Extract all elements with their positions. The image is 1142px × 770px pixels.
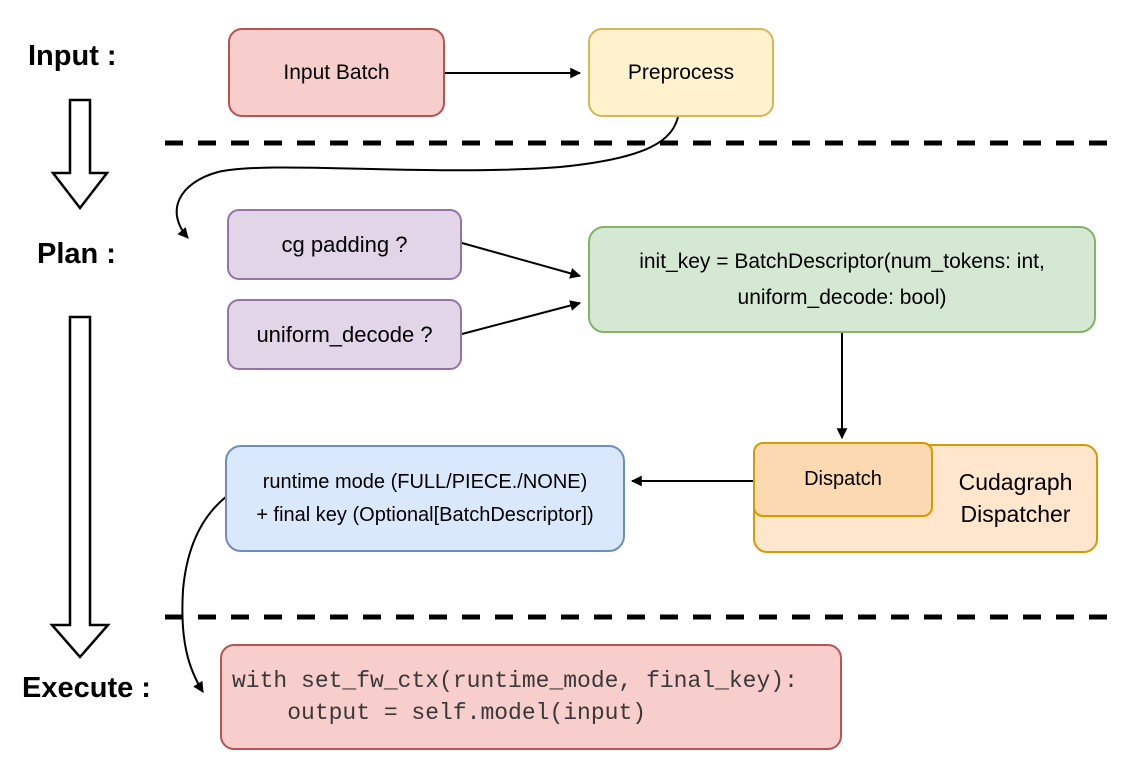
node-init-key-line1: init_key = BatchDescriptor(num_tokens: i… — [639, 249, 1045, 273]
stage-label-execute: Execute : — [22, 672, 151, 704]
node-dispatch: Dispatch — [753, 442, 933, 517]
node-uniform-decode-label: uniform_decode ? — [256, 321, 433, 347]
execute-code-line2: output = self.model(input) — [232, 700, 647, 726]
node-input-batch-label: Input Batch — [283, 60, 390, 84]
arrow-cg-padding-to-init-key — [461, 242, 582, 279]
node-execute-code: with set_fw_ctx(runtime_mode, final_key)… — [220, 644, 842, 750]
execute-code-line1: with set_fw_ctx(runtime_mode, final_key)… — [232, 668, 798, 694]
node-cudagraph-dispatcher-line1: Cudagraph — [958, 469, 1073, 495]
node-dispatch-label: Dispatch — [804, 468, 882, 490]
node-init-key-line2: uniform_decode: bool) — [737, 285, 947, 309]
stage-label-plan: Plan : — [37, 238, 116, 270]
node-preprocess: Preprocess — [588, 28, 774, 117]
node-uniform-decode: uniform_decode ? — [227, 299, 462, 370]
flow-arrow-plan-to-execute — [49, 315, 111, 659]
node-cudagraph-dispatcher-line2: Dispatcher — [960, 501, 1071, 527]
stage-label-input: Input : — [28, 40, 117, 72]
node-runtime-mode-line2: + final key (Optional[BatchDescriptor]) — [256, 503, 594, 526]
node-runtime-mode: runtime mode (FULL/PIECE./NONE) + final … — [225, 445, 625, 552]
node-cg-padding-label: cg padding ? — [281, 231, 408, 257]
node-preprocess-label: Preprocess — [627, 60, 735, 84]
node-init-key: init_key = BatchDescriptor(num_tokens: i… — [588, 226, 1096, 333]
node-cg-padding: cg padding ? — [227, 209, 462, 280]
node-cudagraph-dispatcher-label: Cudagraph Dispatcher — [933, 466, 1098, 530]
node-runtime-mode-line1: runtime mode (FULL/PIECE./NONE) — [262, 470, 588, 493]
node-input-batch: Input Batch — [228, 28, 445, 117]
arrow-uniform-decode-to-init-key — [461, 300, 582, 335]
flow-arrow-input-to-plan — [50, 98, 110, 211]
